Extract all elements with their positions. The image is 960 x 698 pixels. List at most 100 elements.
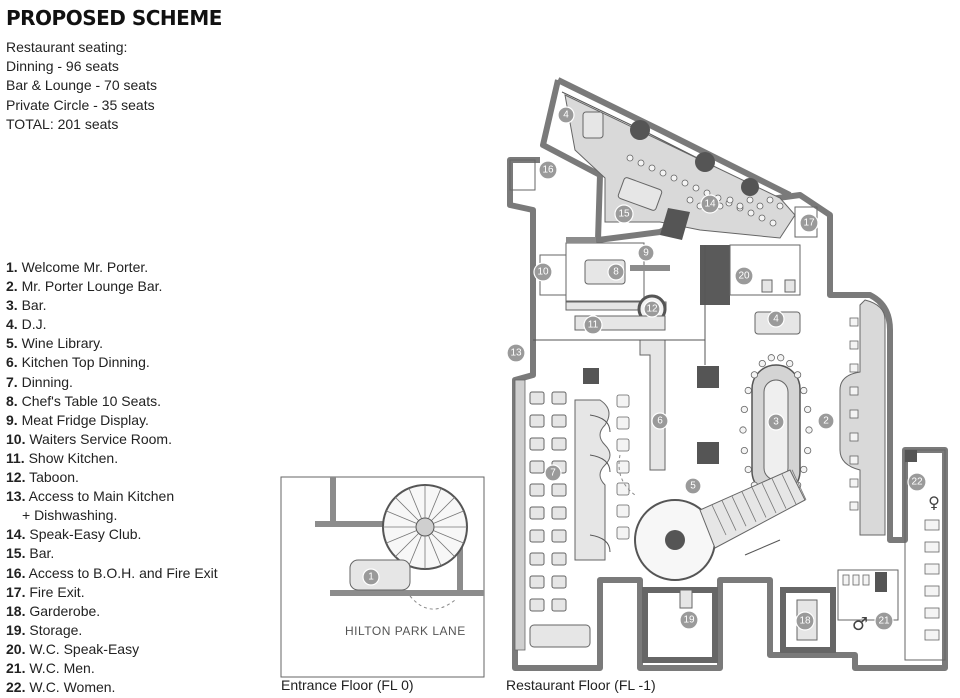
legend-number: 5.: [6, 335, 18, 352]
stair-step: [433, 510, 464, 524]
legend-number: 13.: [6, 488, 26, 505]
male-icon: ♂: [852, 614, 868, 635]
ramp-steps: [711, 469, 807, 536]
legend-text: Fire Exit.: [29, 583, 85, 600]
urinal: [852, 574, 860, 586]
legend-number: 15.: [6, 545, 26, 562]
wall: [330, 477, 336, 525]
dining-table: [551, 414, 567, 428]
dining-table: [529, 483, 545, 497]
dining-chair: [616, 416, 630, 430]
urinal: [842, 574, 850, 586]
room-marker-15: 15: [614, 204, 634, 224]
club-seat: [746, 196, 754, 204]
door-swing: [409, 595, 456, 610]
bar-stool: [804, 405, 812, 414]
seating-line: TOTAL: 201 seats: [6, 115, 119, 132]
stair-step: [433, 530, 464, 544]
room-marker-17: 17: [799, 213, 819, 233]
column: [741, 178, 759, 196]
wall-banquette: [514, 379, 526, 651]
wc-speak-easy: [729, 244, 801, 296]
legend-text: + Dishwashing.: [22, 507, 118, 524]
bar-stool: [740, 446, 748, 455]
storage-shelf: [679, 589, 693, 609]
club-seat: [726, 196, 734, 204]
bar-stool: [744, 465, 752, 474]
room-marker-2: 2: [817, 412, 835, 430]
legend-text: Speak-Easy Club.: [29, 526, 142, 543]
legend-text: Welcome Mr. Porter.: [21, 259, 149, 275]
stair-core: [415, 517, 435, 537]
ramp-step: [761, 482, 777, 514]
room-number: 13: [510, 348, 522, 359]
room-marker-21: 21: [874, 611, 894, 631]
bar-stool: [767, 354, 775, 362]
club-seat: [756, 202, 764, 210]
wc-women: [904, 449, 946, 661]
ramp-step: [711, 504, 727, 536]
column: [695, 152, 715, 172]
room-number: 22: [911, 477, 923, 488]
bar-stool: [800, 465, 808, 474]
legend-text: Access to Main Kitchen: [28, 488, 175, 505]
wc-stall: [924, 629, 940, 641]
club-bar: [617, 177, 663, 211]
booth-curves: [589, 414, 611, 553]
bar-stool: [794, 371, 802, 379]
bar-stool: [740, 405, 748, 414]
ramp-step: [731, 496, 747, 527]
legend-text: Show Kitchen.: [28, 449, 119, 466]
column: [697, 366, 719, 388]
legend-text: W.C. Speak-Easy: [29, 640, 140, 657]
legend-text: Access to B.O.H. and Fire Exit: [28, 564, 218, 581]
column: [697, 442, 719, 464]
legend-item: 18. Garderobe.: [6, 602, 218, 621]
stair-step: [431, 497, 455, 521]
legend-item: 6. Kitchen Top Dinning.: [6, 353, 218, 372]
wall: [457, 540, 463, 596]
seating-line: Bar & Lounge - 70 seats: [6, 77, 157, 94]
seating-line: Dinning - 96 seats: [6, 58, 119, 75]
legend-number: 18.: [6, 602, 26, 619]
room-number: 10: [537, 267, 549, 278]
dining-table: [529, 529, 545, 543]
bar-stool: [805, 426, 813, 434]
legend-text: Garderobe.: [29, 602, 101, 619]
wc-block: [905, 450, 917, 462]
club-seat: [758, 214, 766, 222]
seating-summary: Restaurant seating: Dinning - 96 seats B…: [6, 38, 157, 134]
dining-table: [551, 552, 567, 566]
room-number: 4: [563, 110, 569, 121]
dining-chair: [616, 482, 630, 496]
reception-desk: [349, 559, 411, 591]
legend-number: 2.: [6, 278, 18, 295]
room-number: 15: [618, 209, 630, 220]
ramp-step: [721, 500, 737, 531]
room-marker-9: 9: [637, 244, 655, 262]
lounge-banquette: [839, 299, 886, 536]
ramp-step: [781, 474, 797, 505]
bar-stool: [758, 359, 766, 368]
dining-table: [551, 598, 567, 612]
handrail: [744, 539, 781, 556]
dining-chair: [616, 504, 630, 518]
bar-stool: [786, 359, 794, 368]
bar-stool: [804, 446, 812, 455]
dining-table: [551, 483, 567, 497]
wall: [566, 237, 596, 243]
club-seat: [626, 154, 634, 162]
legend-item: 20. W.C. Speak-Easy: [6, 640, 218, 659]
club-seat: [776, 202, 784, 210]
restaurant-floor-plan: [507, 77, 948, 671]
room-number: 11: [588, 320, 599, 331]
speak-easy-area: [564, 94, 796, 239]
room-number: 12: [646, 304, 658, 315]
room-marker-4-lounge: 4: [767, 310, 785, 328]
stair-step: [408, 488, 422, 519]
legend-item: 1. Welcome Mr. Porter.: [6, 258, 218, 277]
legend-number: 20.: [6, 640, 26, 657]
wall: [315, 521, 385, 527]
legend-item: 16. Access to B.O.H. and Fire Exit: [6, 564, 218, 583]
